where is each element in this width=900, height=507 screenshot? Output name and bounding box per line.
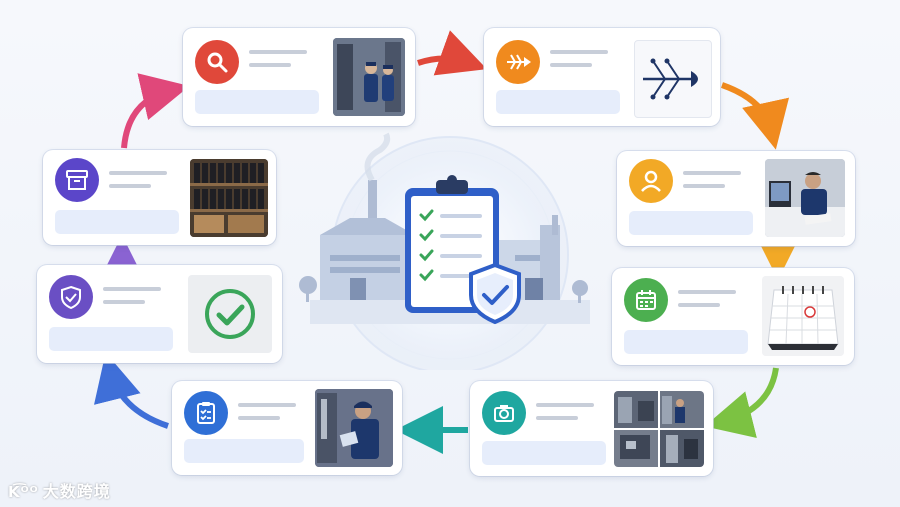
user-icon (629, 159, 673, 203)
placeholder-field (482, 441, 606, 465)
camera-icon (482, 391, 526, 435)
arrow-step6-to-step7 (94, 352, 169, 429)
placeholder-line (683, 171, 741, 175)
shield-check-icon (49, 275, 93, 319)
brand-logo: K͡ᴼᴼ (8, 483, 39, 501)
placeholder-line (683, 184, 725, 188)
checklist-icon (184, 391, 228, 435)
step-card-archive[interactable] (43, 150, 276, 245)
placeholder-line (550, 50, 608, 54)
placeholder-field (629, 211, 753, 235)
machine-photo-grid (614, 391, 704, 467)
step-card-evidence-photos[interactable] (470, 381, 713, 476)
arrow-step4-to-step5 (704, 367, 779, 438)
placeholder-line (109, 171, 167, 175)
placeholder-line (238, 403, 296, 407)
placeholder-field (496, 90, 620, 114)
placeholder-line (103, 300, 145, 304)
shield-check-icon (469, 262, 521, 325)
step-card-owner[interactable] (617, 151, 855, 246)
placeholder-line (550, 63, 592, 67)
step-card-inspection[interactable] (172, 381, 402, 475)
brand-text: 大数跨境 (42, 484, 111, 501)
step-card-schedule[interactable] (612, 268, 854, 365)
placeholder-line (109, 184, 151, 188)
step-card-root-cause[interactable] (484, 28, 720, 126)
placeholder-line (536, 403, 594, 407)
placeholder-field (55, 210, 179, 234)
placeholder-field (195, 90, 319, 114)
factory-clipboard-illustration (290, 130, 610, 374)
step-card-verification[interactable] (37, 265, 282, 363)
tablet-inspection-photo (315, 389, 393, 467)
placeholder-field (184, 439, 304, 463)
archive-box-icon (55, 158, 99, 202)
desk-calendar-photo (762, 276, 844, 356)
placeholder-line (249, 50, 307, 54)
magnifier-icon (195, 40, 239, 84)
placeholder-line (238, 416, 280, 420)
arrow-step8-to-step1 (121, 73, 190, 149)
factory-workers-photo (333, 38, 405, 116)
step-card-investigate[interactable] (183, 28, 415, 126)
fishbone-icon (496, 40, 540, 84)
placeholder-line (678, 290, 736, 294)
placeholder-line (249, 63, 291, 67)
fishbone-diagram (634, 40, 712, 118)
calendar-icon (624, 278, 668, 322)
green-checkmark (188, 275, 272, 353)
placeholder-line (103, 287, 161, 291)
placeholder-line (536, 416, 578, 420)
engineer-desk-photo (765, 159, 845, 237)
arrow-step2-to-step3 (720, 82, 790, 150)
arrow-step1-to-step2 (417, 30, 487, 76)
document-shelves-photo (190, 159, 268, 237)
placeholder-field (49, 327, 173, 351)
placeholder-line (678, 303, 720, 307)
placeholder-field (624, 330, 748, 354)
